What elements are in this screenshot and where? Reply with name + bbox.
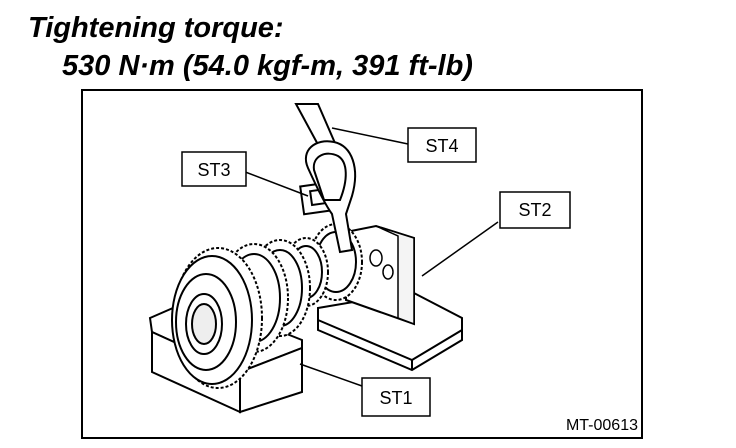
figure-frame [81, 89, 643, 439]
gear-shaft-assembly [171, 223, 363, 389]
callout-st1-label: ST1 [379, 388, 412, 408]
st4-wrench [294, 103, 357, 254]
callout-st1: ST1 [361, 377, 431, 417]
callout-st2: ST2 [499, 191, 571, 229]
callout-st4: ST4 [407, 127, 477, 163]
figure-id: MT-00613 [566, 417, 638, 434]
st2-holder [317, 224, 463, 372]
callout-st2-label: ST2 [518, 200, 551, 220]
callout-st3: ST3 [181, 151, 247, 187]
callout-st4-label: ST4 [425, 136, 458, 156]
callout-st3-label: ST3 [197, 160, 230, 180]
leader-lines [239, 127, 499, 387]
heading-title: Tightening torque: [28, 12, 284, 44]
heading-torque-value: 530 N·m (54.0 kgf-m, 391 ft-lb) [62, 50, 473, 82]
